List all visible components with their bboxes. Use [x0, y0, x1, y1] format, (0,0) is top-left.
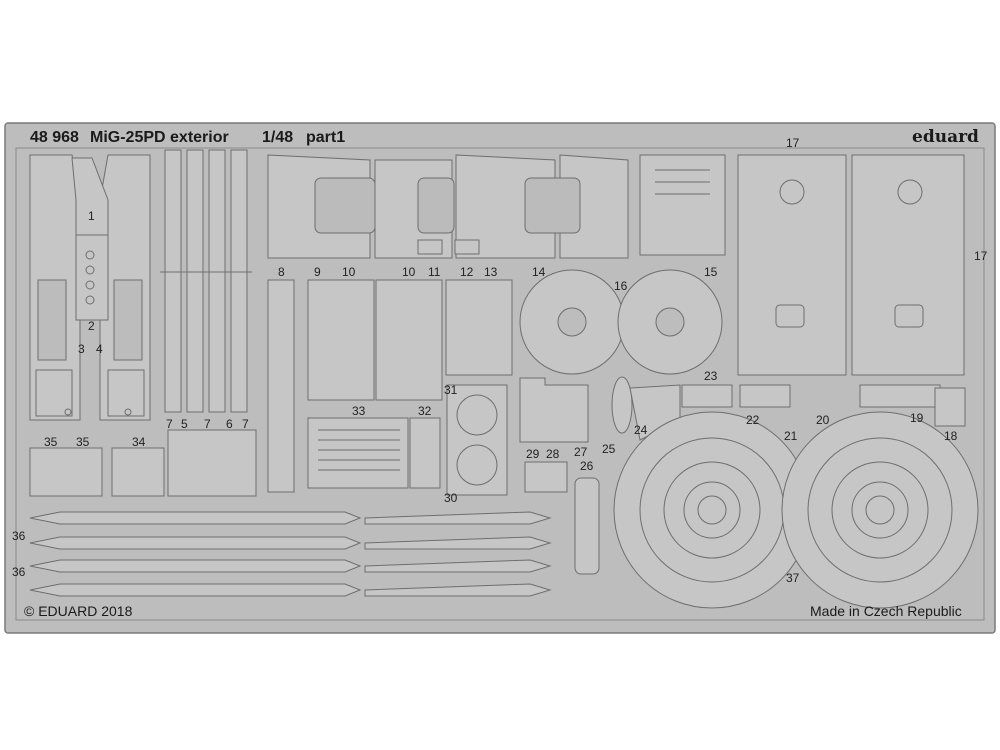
- part-number-3: 3: [78, 342, 85, 356]
- product-name: MiG-25PD exterior: [90, 129, 229, 146]
- part-number-16: 16: [614, 279, 628, 293]
- part-number-29: 29: [526, 447, 540, 461]
- part-number-20: 20: [816, 413, 830, 427]
- part-number-34: 34: [132, 435, 146, 449]
- part-number-21: 21: [784, 429, 798, 443]
- part-number-22: 22: [746, 413, 760, 427]
- part-17-panels: [737, 154, 965, 376]
- part-group-19-25: [611, 376, 966, 441]
- part-number-30: 30: [444, 491, 458, 505]
- part-number-5: 5: [181, 417, 188, 431]
- brand-logo-text: eduard: [912, 127, 979, 147]
- part-number-23: 23: [704, 369, 718, 383]
- part-group-9-15-panels: [267, 154, 726, 259]
- part-number-7b: 7: [204, 417, 211, 431]
- origin-text: Made in Czech Republic: [810, 603, 962, 619]
- fret-inner-border: [15, 147, 985, 621]
- part-number-24: 24: [634, 423, 648, 437]
- part-16-disks: [519, 269, 723, 375]
- part-number-2: 2: [88, 319, 95, 333]
- part-number-6: 6: [226, 417, 233, 431]
- part-number-36b: 36: [12, 565, 26, 579]
- part-group-27-29: [519, 377, 589, 493]
- part-number-7c: 7: [242, 417, 249, 431]
- part-label: part1: [306, 129, 346, 146]
- part-number-10b: 10: [402, 265, 416, 279]
- part-group-32-33: [307, 279, 513, 489]
- part-number-8: 8: [278, 265, 285, 279]
- part-26: [574, 477, 600, 575]
- part-number-37: 37: [786, 571, 800, 585]
- part-number-7a: 7: [166, 417, 173, 431]
- part-number-31: 31: [444, 383, 458, 397]
- part-number-32: 32: [418, 404, 432, 418]
- part-number-35a: 35: [44, 435, 58, 449]
- part-number-19: 19: [910, 411, 924, 425]
- part-number-36a: 36: [12, 529, 26, 543]
- product-code: 48 968: [30, 129, 79, 146]
- part-number-17b: 17: [974, 249, 988, 263]
- part-group-1-4: [29, 154, 151, 421]
- part-number-25: 25: [602, 442, 616, 456]
- part-number-28: 28: [546, 447, 560, 461]
- part-30-31-disks: [446, 384, 508, 496]
- part-number-18: 18: [944, 429, 958, 443]
- part-number-9: 9: [314, 265, 321, 279]
- part-number-11: 11: [428, 265, 441, 279]
- part-number-14: 14: [532, 265, 546, 279]
- part-number-15: 15: [704, 265, 718, 279]
- part-number-17a: 17: [786, 136, 800, 150]
- part-37-wheels: [613, 411, 979, 609]
- part-number-27: 27: [574, 445, 588, 459]
- scale-label: 1/48: [262, 129, 294, 146]
- part-number-13: 13: [484, 265, 498, 279]
- part-8-strip: [267, 279, 295, 493]
- part-36-strips: [29, 511, 552, 597]
- part-number-26: 26: [580, 459, 594, 473]
- part-number-10a: 10: [342, 265, 356, 279]
- part-number-35b: 35: [76, 435, 90, 449]
- part-number-1: 1: [88, 209, 95, 223]
- part-group-5-7-strips: [160, 149, 252, 413]
- part-number-12: 12: [460, 265, 474, 279]
- part-number-33: 33: [352, 404, 366, 418]
- part-number-4: 4: [96, 342, 103, 356]
- copyright-text: © EDUARD 2018: [24, 603, 133, 619]
- part-group-34-35: [29, 429, 257, 497]
